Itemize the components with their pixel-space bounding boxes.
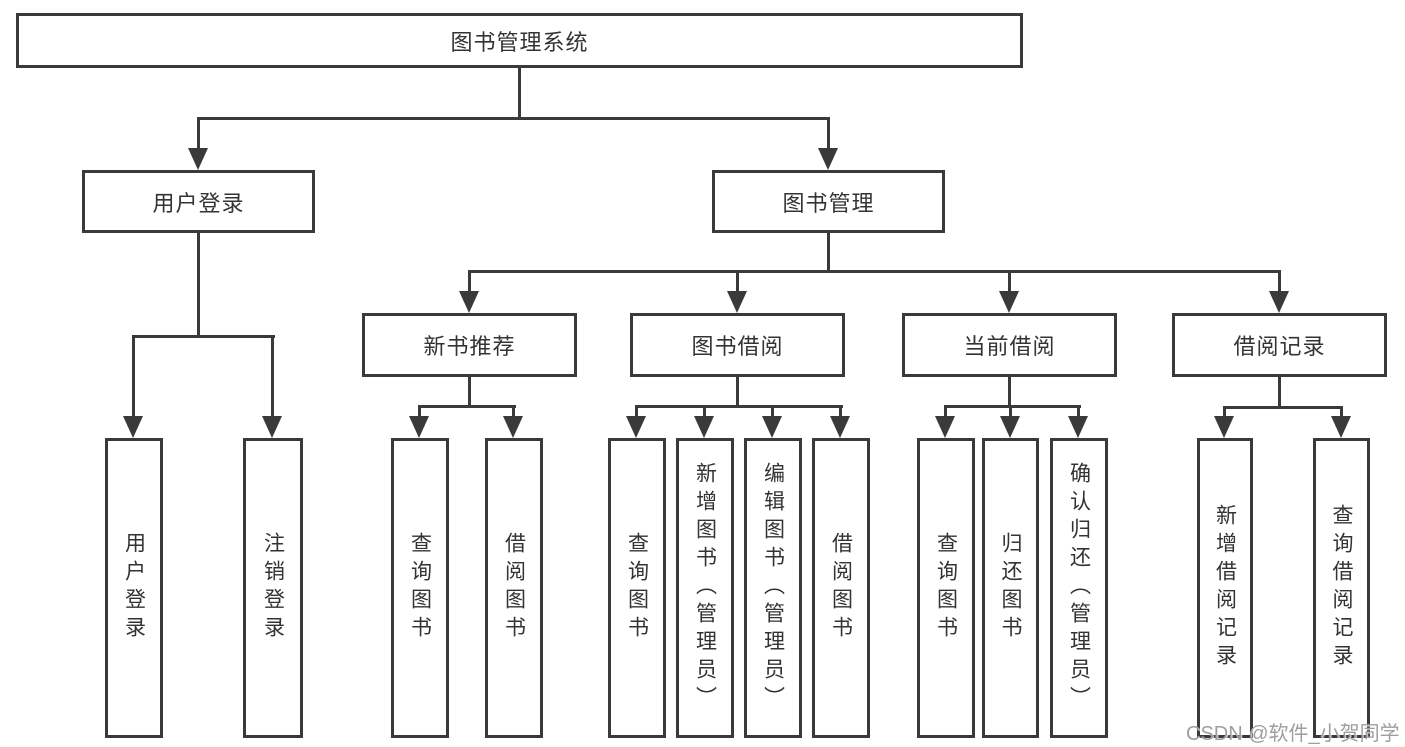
leaf-borrow-books: 借阅图书	[812, 438, 870, 738]
connector-g2-drop	[1340, 406, 1343, 420]
arrowhead-e4	[830, 416, 850, 438]
leaf-query-borrow-record: 查询借阅记录	[1313, 438, 1370, 738]
leaf-confirm-return-admin: 确认归还（管理员）	[1050, 438, 1108, 738]
arrowhead-d1	[409, 416, 429, 438]
connector-borrow-records-stem	[1278, 377, 1281, 408]
connector-root-bar	[197, 117, 830, 120]
connector-d1-drop	[418, 405, 421, 420]
leaf-add-book-admin: 新增图书（管理员）	[676, 438, 734, 738]
connector-f3-drop	[1077, 405, 1080, 420]
node-book-management: 图书管理	[712, 170, 945, 233]
connector-current-borrow-stem	[1008, 377, 1011, 407]
connector-d2-drop	[512, 405, 515, 420]
connector-borrow-records-bar	[1223, 406, 1343, 409]
node-user-login: 用户登录	[82, 170, 315, 233]
connector-leaf-logout-drop	[271, 335, 274, 420]
connector-current-borrow-drop	[1008, 270, 1011, 295]
connector-e3-drop	[771, 405, 774, 420]
connector-f1-drop	[944, 405, 947, 420]
arrowhead-user-login	[188, 148, 208, 170]
node-book-borrowing: 图书借阅	[630, 313, 845, 377]
arrowhead-leaf-login	[123, 416, 143, 438]
connector-f2-drop	[1009, 405, 1012, 420]
leaf-return-book: 归还图书	[982, 438, 1039, 738]
connector-book-borrow-bar	[635, 405, 843, 408]
leaf-logout: 注销登录	[243, 438, 303, 738]
leaf-edit-book-admin: 编辑图书（管理员）	[744, 438, 802, 738]
arrowhead-f2	[1000, 416, 1020, 438]
arrowhead-current-borrow	[999, 291, 1019, 313]
connector-new-book-bar	[418, 405, 516, 408]
node-current-borrowing: 当前借阅	[902, 313, 1117, 377]
connector-g1-drop	[1223, 406, 1226, 420]
connector-book-mgmt-stem	[827, 233, 830, 272]
connector-e2-drop	[703, 405, 706, 420]
arrowhead-g1	[1214, 416, 1234, 438]
arrowhead-book-borrow	[727, 291, 747, 313]
connector-borrow-records-drop	[1278, 270, 1281, 295]
arrowhead-f1	[935, 416, 955, 438]
connector-book-borrow-stem	[736, 377, 739, 407]
connector-e4-drop	[839, 405, 842, 420]
connector-new-book-stem	[468, 377, 471, 407]
leaf-borrow-books-recommend: 借阅图书	[485, 438, 543, 738]
arrowhead-e3	[762, 416, 782, 438]
leaf-add-borrow-record: 新增借阅记录	[1197, 438, 1253, 738]
node-new-book-recommend: 新书推荐	[362, 313, 577, 377]
leaf-query-books-current: 查询图书	[917, 438, 975, 738]
connector-book-mgmt-drop	[827, 117, 830, 152]
connector-new-book-drop	[468, 270, 471, 295]
arrowhead-leaf-logout	[262, 416, 282, 438]
connector-root-stem	[518, 68, 521, 117]
connector-user-login-bar	[132, 335, 275, 338]
arrowhead-borrow-records	[1269, 291, 1289, 313]
leaf-user-login: 用户登录	[105, 438, 163, 738]
connector-e1-drop	[635, 405, 638, 420]
connector-leaf-login-drop	[132, 335, 135, 420]
arrowhead-d2	[503, 416, 523, 438]
connector-current-borrow-bar	[944, 405, 1081, 408]
connector-book-mgmt-bar	[468, 270, 1281, 273]
arrowhead-e2	[694, 416, 714, 438]
arrowhead-f3	[1068, 416, 1088, 438]
node-library-system: 图书管理系统	[16, 13, 1023, 68]
arrowhead-new-book	[459, 291, 479, 313]
arrowhead-g2	[1331, 416, 1351, 438]
connector-user-login-stem	[197, 233, 200, 338]
leaf-query-books-borrow: 查询图书	[608, 438, 666, 738]
arrowhead-e1	[626, 416, 646, 438]
connector-book-borrow-drop	[736, 270, 739, 295]
leaf-query-books-recommend: 查询图书	[391, 438, 449, 738]
node-borrowing-records: 借阅记录	[1172, 313, 1387, 377]
connector-user-login-drop	[197, 117, 200, 152]
arrowhead-book-mgmt	[818, 148, 838, 170]
csdn-watermark: CSDN @软件_小贺同学	[1186, 723, 1400, 745]
